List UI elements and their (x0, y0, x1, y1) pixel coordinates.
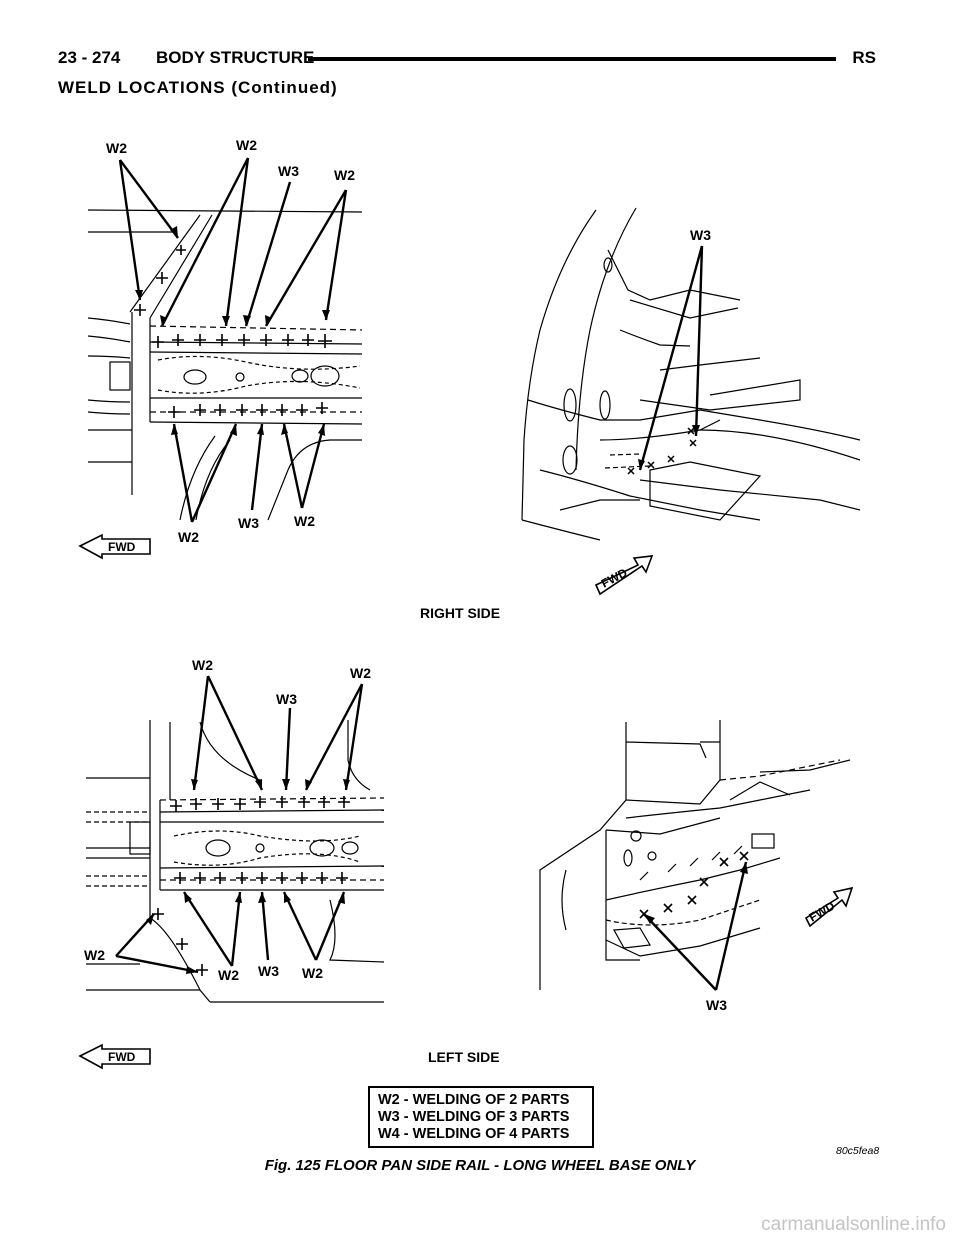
right-iso-arrowheads (638, 425, 700, 470)
callout-w3-a: W3 (278, 163, 299, 179)
page-number: 23 - 274 (58, 48, 121, 67)
fwd-label-right-iso: FWD (599, 565, 630, 590)
right-iso-callout-leaders (638, 245, 704, 471)
figure-code: 80c5fea8 (836, 1145, 880, 1157)
watermark: carmanualsonline.info (761, 1214, 946, 1235)
fwd-label-right-side: FWD (108, 540, 136, 554)
header-rule (308, 57, 836, 61)
fwd-arrow-left-iso (804, 886, 854, 928)
section-code: RS (852, 48, 876, 67)
callout-w3-c: W3 (690, 227, 711, 243)
legend-w3: W3 - WELDING OF 3 PARTS (378, 1109, 570, 1125)
weld-legend: W2 - WELDING OF 2 PARTS W3 - WELDING OF … (368, 1086, 594, 1148)
left-side-isometric-view (539, 720, 851, 990)
callout-w2-i: W2 (218, 967, 239, 983)
figure-caption: Fig. 125 FLOOR PAN SIDE RAIL - LONG WHEE… (264, 1157, 696, 1174)
subheading: WELD LOCATIONS (Continued) (58, 78, 338, 97)
callout-w2-j: W2 (302, 965, 323, 981)
left-iso-callout-leaders (643, 861, 748, 991)
left-iso-arrowheads (644, 862, 748, 924)
legend-w4: W4 - WELDING OF 4 PARTS (378, 1126, 570, 1142)
callout-w2-c: W2 (334, 167, 355, 183)
callout-w3-e: W3 (258, 963, 279, 979)
fwd-arrow-right-iso (594, 555, 654, 596)
callout-w2-h: W2 (84, 947, 105, 963)
callout-w2-b: W2 (236, 137, 257, 153)
callout-w2-g: W2 (350, 665, 371, 681)
callout-w2-e: W2 (294, 513, 315, 529)
right-side-rail-view (87, 209, 363, 521)
callout-w2-f: W2 (192, 657, 213, 673)
callout-w2-d: W2 (178, 529, 199, 545)
right-side-label: RIGHT SIDE (420, 605, 500, 621)
section-title: BODY STRUCTURE (156, 48, 315, 67)
left-rail-callout-leaders (115, 675, 364, 974)
left-side-label: LEFT SIDE (428, 1049, 500, 1065)
right-side-isometric-view (521, 207, 861, 541)
page-header: 23 - 274 BODY STRUCTURE RS (58, 48, 876, 72)
fwd-arrow-right-side (78, 533, 151, 560)
callout-w2-a: W2 (106, 140, 127, 156)
legend-w2: W2 - WELDING OF 2 PARTS (378, 1092, 570, 1108)
callout-w3-f: W3 (706, 997, 727, 1013)
callout-w3-b: W3 (238, 515, 259, 531)
right-rail-arrowheads (135, 226, 330, 436)
left-rail-arrowheads (146, 779, 350, 974)
callout-w3-d: W3 (276, 691, 297, 707)
right-rail-callout-leaders (118, 157, 348, 523)
fwd-label-left-side: FWD (108, 1050, 136, 1064)
fwd-arrow-left-side (78, 1043, 151, 1070)
